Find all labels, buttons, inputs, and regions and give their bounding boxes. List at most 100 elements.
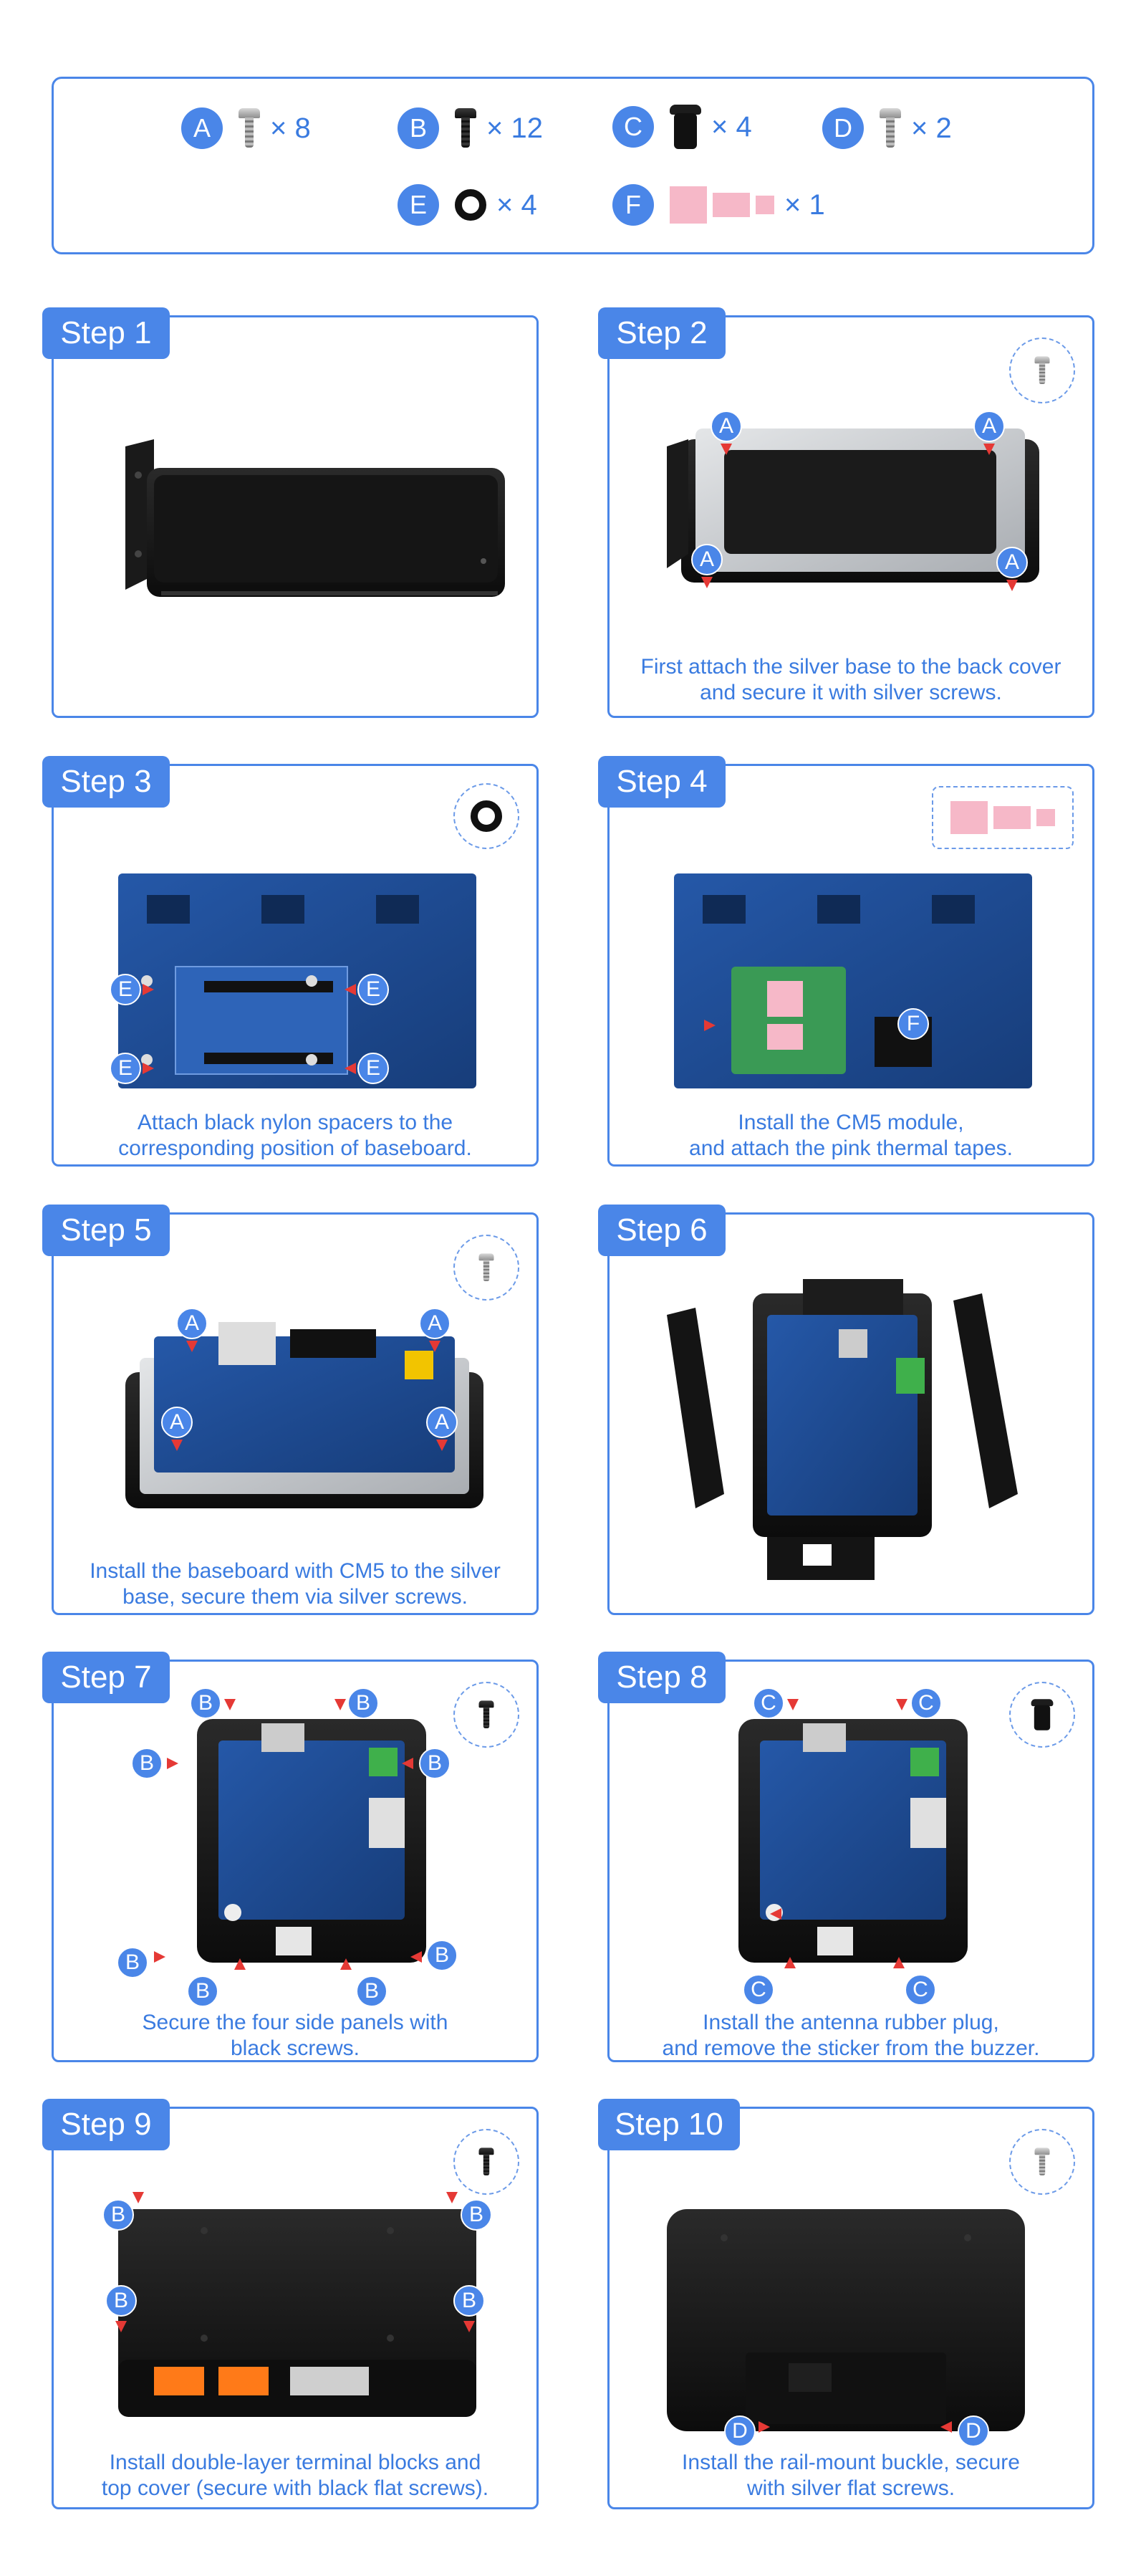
arrow-indicator <box>133 2192 144 2203</box>
step-card-10: Step 10 D D Install the rail-mount buckl… <box>598 2099 1094 2509</box>
step-card-9: Step 9 B B B B Install double-layer term… <box>42 2099 539 2509</box>
part-quantity: × 1 <box>784 188 825 221</box>
marker-b: B <box>419 1748 451 1779</box>
marker-a: A <box>996 547 1028 578</box>
arrow-indicator <box>402 1758 413 1769</box>
part-quantity: × 4 <box>711 110 752 143</box>
part-b: B × 12 <box>398 107 543 149</box>
silver-flat-screw-hint-icon <box>1009 2129 1075 2195</box>
arrow-indicator <box>167 1758 178 1769</box>
marker-b: B <box>453 2285 485 2317</box>
step-label: Step 7 <box>42 1652 170 1703</box>
case-top-view-illustration <box>738 1719 968 1963</box>
step-card-2: Step 2 A A A A First attach the silver b… <box>598 307 1094 718</box>
part-e: E × 4 <box>398 184 537 226</box>
step-card-8: Step 8 C C C C Install the antenna rubbe… <box>598 1652 1094 2062</box>
step-label: Step 6 <box>598 1205 726 1256</box>
marker-b: B <box>131 1748 163 1779</box>
marker-b: B <box>461 2199 492 2231</box>
part-quantity: × 4 <box>496 188 537 221</box>
step-card-5: Step 5 A A A A Install the baseboard wit… <box>42 1205 539 1615</box>
arrow-indicator <box>704 1020 716 1031</box>
part-a: A × 8 <box>181 107 311 149</box>
parts-list: A × 8 B × 12 C × 4 D × 2 E × 4 F × 1 <box>52 77 1094 254</box>
arrow-indicator <box>1006 580 1018 591</box>
part-quantity: × 2 <box>911 112 952 144</box>
arrow-indicator <box>334 1699 346 1710</box>
step-label: Step 3 <box>42 756 170 808</box>
marker-d: D <box>958 2415 989 2447</box>
arrow-indicator <box>446 2192 458 2203</box>
marker-a: A <box>426 1407 458 1438</box>
baseboard-in-base-illustration <box>125 1322 483 1508</box>
arrow-indicator <box>410 1951 422 1963</box>
marker-f: F <box>897 1008 929 1040</box>
marker-e: E <box>357 974 389 1005</box>
marker-a: A <box>161 1407 193 1438</box>
arrow-indicator <box>345 984 356 995</box>
baseboard-illustration <box>118 873 476 1088</box>
step-caption: Install the CM5 module,and attach the pi… <box>689 1111 1013 1160</box>
arrow-indicator <box>463 2321 475 2332</box>
marker-a: A <box>419 1308 451 1339</box>
step-card-3: Step 3 E E E E Attach black nylon spacer… <box>42 756 539 1167</box>
marker-b: B <box>117 1947 148 1978</box>
part-c: C × 4 <box>612 105 752 149</box>
part-f: F × 1 <box>612 184 825 226</box>
part-letter: E <box>398 184 439 226</box>
rubber-plug-icon <box>670 105 701 149</box>
closed-case-back-illustration <box>667 2209 1025 2431</box>
marker-a: A <box>691 544 723 575</box>
arrow-indicator <box>340 1958 352 1970</box>
marker-b: B <box>347 1687 379 1719</box>
marker-b: B <box>356 1976 387 2007</box>
step-caption: Install the antenna rubber plug,and remo… <box>662 2011 1040 2060</box>
silver-flat-screw-icon <box>880 108 901 148</box>
part-quantity: × 8 <box>270 112 311 144</box>
arrow-indicator <box>171 1440 183 1451</box>
step-card-6: Step 6 <box>598 1205 1094 1615</box>
step-label: Step 4 <box>598 756 726 808</box>
nylon-spacer-icon <box>455 189 486 221</box>
black-screw-hint-icon <box>453 1682 519 1748</box>
marker-b: B <box>105 2285 137 2317</box>
thermal-tape-hint-icon <box>932 786 1074 849</box>
arrow-indicator <box>154 1951 165 1963</box>
arrow-indicator <box>186 1341 198 1352</box>
part-letter: B <box>398 107 439 149</box>
arrow-indicator <box>143 984 154 995</box>
arrow-indicator <box>770 1908 781 1920</box>
case-top-view-illustration <box>197 1719 426 1963</box>
arrow-indicator <box>701 577 713 588</box>
arrow-indicator <box>940 2421 952 2433</box>
marker-e: E <box>110 1053 141 1084</box>
step-caption: First attach the silver base to the back… <box>640 655 1061 704</box>
step-card-4: Step 4 F Install the CM5 module,and atta… <box>598 756 1094 1167</box>
marker-e: E <box>357 1053 389 1084</box>
step-label: Step 10 <box>598 2099 740 2150</box>
silver-screw-icon <box>239 108 260 148</box>
marker-a: A <box>973 411 1005 442</box>
part-quantity: × 12 <box>486 112 543 144</box>
marker-b: B <box>102 2199 134 2231</box>
part-letter: F <box>612 184 654 226</box>
marker-a: A <box>711 411 742 442</box>
step-label: Step 8 <box>598 1652 726 1703</box>
silver-screw-hint-icon <box>453 1235 519 1301</box>
silver-screw-hint-icon <box>1009 337 1075 403</box>
arrow-indicator <box>896 1699 907 1710</box>
step-label: Step 1 <box>42 307 170 359</box>
marker-c: C <box>743 1974 774 2006</box>
arrow-indicator <box>429 1341 440 1352</box>
arrow-indicator <box>234 1958 246 1970</box>
step-card-7: Step 7 B B B B B B B B Secure the four s… <box>42 1652 539 2062</box>
marker-a: A <box>176 1308 208 1339</box>
thermal-tape-icon <box>670 186 774 224</box>
silver-base-illustration <box>667 428 1039 583</box>
side-panels-exploded-illustration <box>667 1279 1018 1580</box>
marker-b: B <box>187 1976 218 2007</box>
cm5-module-illustration <box>674 873 1032 1088</box>
